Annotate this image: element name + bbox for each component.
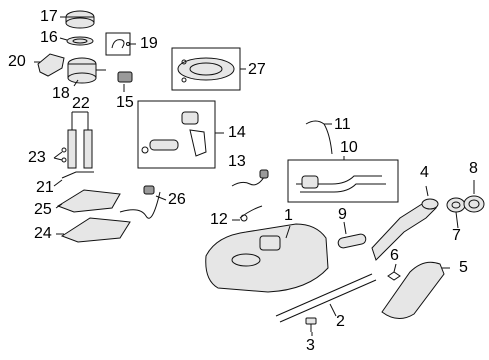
leader-lines [34, 16, 475, 336]
part-7-filler-neck-collar [446, 197, 466, 213]
part-13-vent-tube [231, 169, 269, 187]
part-12-clamp [239, 205, 263, 222]
part-26-harness [119, 185, 161, 219]
part-3-bolt [305, 317, 317, 332]
callout-1: 1 [284, 207, 293, 224]
callout-12: 12 [210, 211, 228, 228]
part-6-bolt [387, 271, 401, 281]
callout-13: 13 [228, 153, 246, 170]
group-box-14 [137, 100, 216, 169]
callout-24: 24 [34, 225, 52, 242]
callout-3: 3 [306, 337, 315, 354]
callout-16: 16 [40, 29, 58, 46]
callout-11: 11 [334, 116, 351, 133]
part-8-filler-cap [463, 195, 485, 213]
part-25-base [56, 189, 121, 213]
group-box-10 [287, 159, 399, 203]
callout-5: 5 [459, 259, 468, 276]
part-23-screws [61, 147, 67, 163]
callout-17: 17 [40, 8, 58, 25]
part-24-tray [60, 217, 131, 243]
callout-22: 22 [72, 95, 90, 112]
callout-7: 7 [452, 227, 461, 244]
part-27-access-plate [177, 57, 235, 83]
callout-20: 20 [8, 53, 26, 70]
callout-23: 23 [28, 149, 46, 166]
part-18-sender [67, 57, 106, 84]
part-19-clip [105, 32, 131, 56]
callout-26: 26 [168, 191, 186, 208]
part-4-filler-pipe [371, 198, 439, 261]
part-2-tank-strap [275, 273, 377, 323]
callout-18: 18 [52, 85, 70, 102]
part-17-filler-cap [65, 10, 95, 29]
callout-15: 15 [116, 94, 134, 111]
callout-25: 25 [34, 201, 52, 218]
callout-9: 9 [338, 206, 347, 223]
callout-14: 14 [228, 124, 246, 141]
part-10-pipe-assembly [296, 175, 386, 193]
part-15-connector [117, 71, 133, 83]
callout-19: 19 [140, 35, 158, 52]
callout-8: 8 [469, 160, 478, 177]
part-5-shield [381, 261, 445, 319]
callout-21: 21 [36, 179, 54, 196]
part-16-gasket [66, 36, 94, 46]
callout-4: 4 [420, 164, 429, 181]
callout-27: 27 [248, 61, 266, 78]
part-1-fuel-tank [205, 223, 329, 293]
part-14-pump-assembly [141, 111, 207, 157]
part-22-strainer [67, 112, 93, 169]
part-21-clamp [61, 171, 94, 179]
callout-2: 2 [336, 313, 345, 330]
callout-6: 6 [390, 247, 399, 264]
callout-10: 10 [340, 139, 358, 156]
part-9-hose [337, 233, 367, 249]
part-20-bracket [37, 53, 65, 77]
part-11-hose [305, 120, 333, 155]
